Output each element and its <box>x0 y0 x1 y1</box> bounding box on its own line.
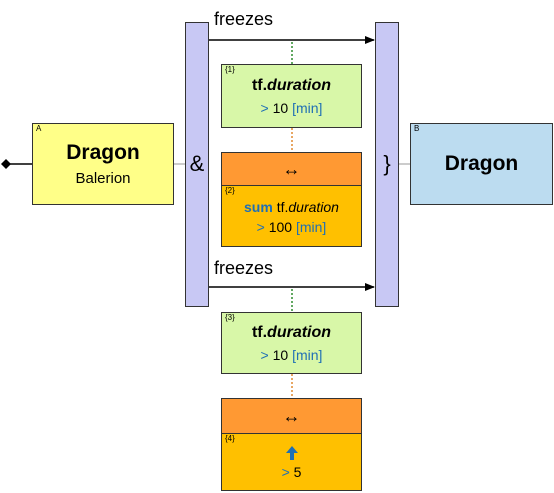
node-a-tag: A <box>36 124 42 133</box>
node-a-title: Dragon <box>66 141 140 164</box>
aggregate-2-arrows-icon: ↔ <box>282 158 301 179</box>
node-a[interactable]: A Dragon Balerion <box>32 123 174 205</box>
aggregate-4-body: {4} > 5 <box>222 434 361 491</box>
node-a-subtitle: Balerion <box>75 170 131 187</box>
and-symbol: & <box>189 151 205 176</box>
condition-3-property: tf.duration <box>251 323 332 341</box>
node-b[interactable]: B Dragon <box>410 123 553 205</box>
condition-1-property: tf.duration <box>251 76 332 94</box>
aggregate-2-body: {2} sum tf.duration > 100 [min] <box>222 186 361 247</box>
condition-3-tag: {3} <box>225 313 235 322</box>
brace-symbol: } <box>383 151 391 176</box>
aggregate-2[interactable]: ↔ {2} sum tf.duration > 100 [min] <box>221 152 362 247</box>
condition-1[interactable]: {1} tf.duration > 10 [min] <box>221 64 362 128</box>
aggregate-4-arrows-icon: ↔ <box>282 405 301 426</box>
edge-top-label: freezes <box>214 9 274 29</box>
condition-3-constraint: > 10 [min] <box>260 346 323 363</box>
condition-1-constraint: > 10 [min] <box>260 99 323 116</box>
left-bar[interactable]: & <box>185 22 209 307</box>
aggregate-2-expression: sum tf.duration <box>244 198 339 215</box>
aggregate-4[interactable]: ↔ {4} > 5 <box>221 398 362 491</box>
aggregate-4-header: ↔ <box>222 399 361 434</box>
condition-3[interactable]: {3} tf.duration > 10 [min] <box>221 312 362 374</box>
arrow-up-icon <box>285 446 298 460</box>
aggregate-2-constraint: > 100 [min] <box>256 218 327 235</box>
edge-bottom-label: freezes <box>214 258 274 278</box>
aggregate-4-constraint: > 5 <box>281 464 302 480</box>
node-b-tag: B <box>414 124 420 133</box>
node-b-title: Dragon <box>444 152 519 175</box>
condition-1-tag: {1} <box>225 65 235 74</box>
aggregate-2-tag: {2} <box>225 186 235 195</box>
aggregate-2-header: ↔ <box>222 153 361 186</box>
aggregate-4-tag: {4} <box>225 434 235 443</box>
start-diamond-icon <box>1 159 11 169</box>
right-bar[interactable]: } <box>375 22 399 307</box>
